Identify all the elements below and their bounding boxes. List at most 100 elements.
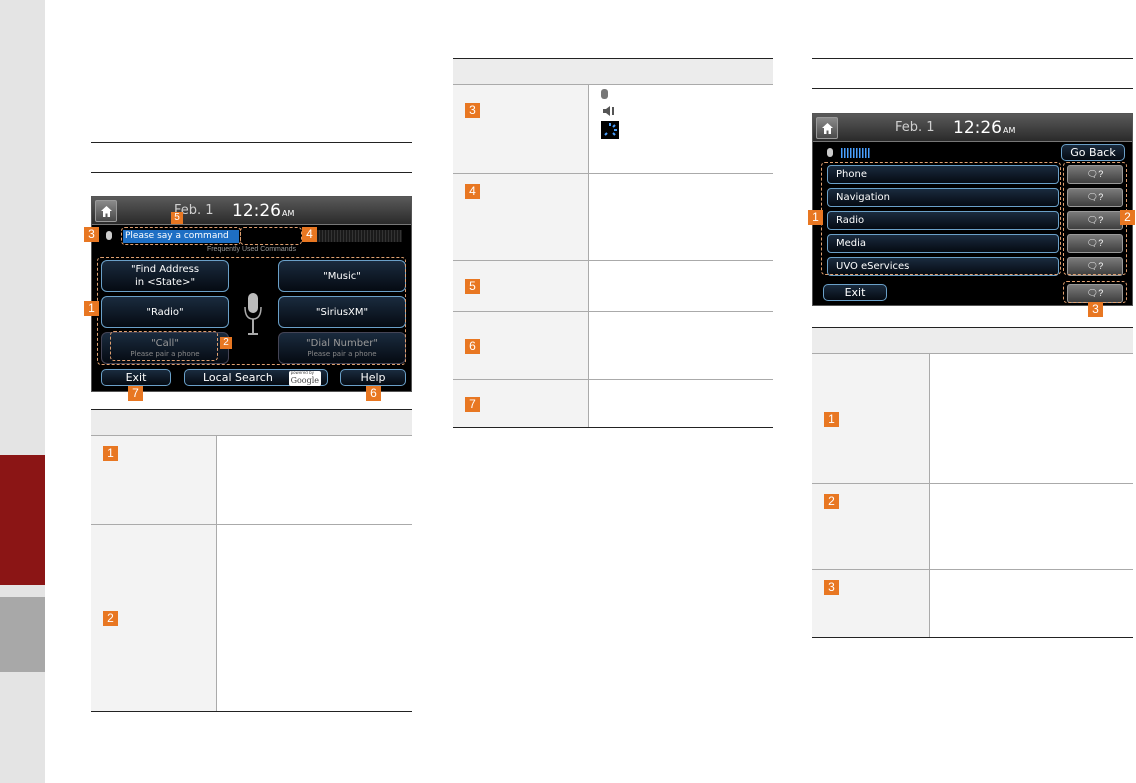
row-key: 3: [812, 569, 930, 638]
help-button-radio[interactable]: 🗨?: [1067, 211, 1123, 230]
command-prompt: Please say a command: [123, 230, 239, 243]
list-item-navigation[interactable]: Navigation: [827, 188, 1059, 207]
callout-2: 2: [220, 337, 232, 349]
help-button-uvo[interactable]: 🗨?: [1067, 257, 1123, 276]
command-dial-hint: Please pair a phone: [307, 349, 377, 358]
table-row: 4: [453, 173, 773, 261]
ampm: AM: [1003, 126, 1016, 135]
home-button[interactable]: [816, 117, 838, 139]
command-siriusxm[interactable]: "SiriusXM": [278, 296, 406, 328]
middle-table: 3 4 5 6 7: [453, 58, 773, 428]
go-back-button[interactable]: Go Back: [1061, 144, 1125, 161]
callout-7: 7: [128, 386, 143, 401]
microphone-icon: [244, 293, 262, 335]
speaker-icon: [602, 106, 614, 116]
help-list-screen: Feb. 1 12:26AM Go Back Phone Navigation …: [812, 113, 1133, 306]
help-button-navigation[interactable]: 🗨?: [1067, 188, 1123, 207]
exit-button[interactable]: Exit: [101, 369, 171, 386]
google-wordmark: Google: [290, 376, 319, 385]
callout-2: 2: [1120, 210, 1135, 225]
table-header: [91, 409, 216, 436]
help-button-media[interactable]: 🗨?: [1067, 234, 1123, 253]
table-row: 1: [812, 353, 1133, 484]
local-search-button[interactable]: Local Search powered by Google: [184, 369, 328, 386]
row-key: 3: [453, 84, 589, 174]
callout-5: 5: [171, 212, 183, 224]
table-row: 2: [812, 483, 1133, 570]
mic-status-icon: [827, 148, 833, 157]
home-icon: [822, 123, 833, 134]
section-rule: [91, 142, 412, 143]
row-badge-5: 5: [465, 279, 480, 294]
callout-outline: [1063, 281, 1127, 303]
row-badge-1: 1: [824, 411, 839, 427]
table-row: 6: [453, 311, 773, 380]
row-badge-4: 4: [465, 184, 480, 199]
row-key: 1: [91, 435, 217, 525]
local-search-label: Local Search: [203, 371, 273, 384]
callout-1: 1: [808, 210, 823, 225]
command-call-label: "Call": [151, 337, 179, 349]
list-item-phone[interactable]: Phone: [827, 165, 1059, 184]
right-table: 1 2 3: [812, 327, 1133, 638]
google-logo: powered by Google: [288, 370, 321, 386]
section-rule: [812, 88, 1133, 89]
chapter-tab-active: [0, 455, 45, 585]
table-row: 1: [91, 435, 412, 525]
row-key: 7: [453, 379, 589, 428]
table-header: [588, 58, 773, 85]
command-music[interactable]: "Music": [278, 260, 406, 292]
voice-help-icon: 🗨?: [1086, 192, 1104, 202]
row-key: 2: [812, 483, 930, 570]
voice-help-icon: 🗨?: [1086, 238, 1104, 248]
row-badge-3: 3: [824, 580, 839, 595]
exit-button[interactable]: Exit: [823, 284, 887, 301]
voice-command-screen: Feb. 1 12:26AM Please say a command Freq…: [91, 196, 412, 392]
section-rule: [812, 58, 1133, 59]
command-radio[interactable]: "Radio": [101, 296, 229, 328]
row-key: 2: [91, 524, 217, 712]
row-badge-2: 2: [103, 611, 118, 626]
home-button[interactable]: [95, 200, 117, 222]
powered-by: powered by: [290, 370, 315, 375]
frequently-used-caption: Frequently Used Commands: [206, 246, 297, 253]
home-icon: [101, 206, 112, 217]
table-header: [216, 409, 412, 436]
list-item-uvo[interactable]: UVO eServices: [827, 257, 1059, 276]
mic-status-icon: [106, 231, 112, 240]
callout-1: 1: [84, 301, 99, 316]
callout-outline: [121, 227, 241, 245]
command-call-hint: Please pair a phone: [130, 349, 200, 358]
row-key: 5: [453, 260, 589, 312]
table-header: [929, 327, 1133, 354]
voice-help-icon: 🗨?: [1086, 215, 1104, 225]
clock: 12:26AM: [232, 201, 295, 221]
table-row: 3: [453, 84, 773, 174]
command-call[interactable]: "Call" Please pair a phone: [101, 332, 229, 364]
help-button-phone[interactable]: 🗨?: [1067, 165, 1123, 184]
callout-outline: [110, 331, 218, 361]
status-bar: Feb. 1 12:26AM: [813, 114, 1132, 142]
help-button[interactable]: Help: [340, 369, 406, 386]
callout-outline: [240, 227, 302, 245]
level-meter: [302, 230, 402, 242]
voice-help-icon: 🗨?: [1086, 288, 1104, 298]
level-meter: [841, 148, 871, 158]
command-find-address[interactable]: "Find Address in <State>": [101, 260, 229, 292]
callout-outline: [1063, 162, 1127, 275]
list-item-media[interactable]: Media: [827, 234, 1059, 253]
section-rule: [91, 172, 412, 173]
callout-3: 3: [1088, 302, 1103, 317]
callout-4: 4: [302, 227, 317, 242]
table-row: 7: [453, 379, 773, 428]
command-dial-label: "Dial Number": [306, 337, 378, 349]
voice-help-icon: 🗨?: [1086, 261, 1104, 271]
table-header: [812, 327, 929, 354]
command-dial-number[interactable]: "Dial Number" Please pair a phone: [278, 332, 406, 364]
table-row: 5: [453, 260, 773, 312]
list-item-radio[interactable]: Radio: [827, 211, 1059, 230]
mic-state-icon: [600, 89, 608, 99]
table-header: [453, 58, 588, 85]
status-bar: Feb. 1 12:26AM: [92, 197, 411, 225]
row-key: 4: [453, 173, 589, 261]
